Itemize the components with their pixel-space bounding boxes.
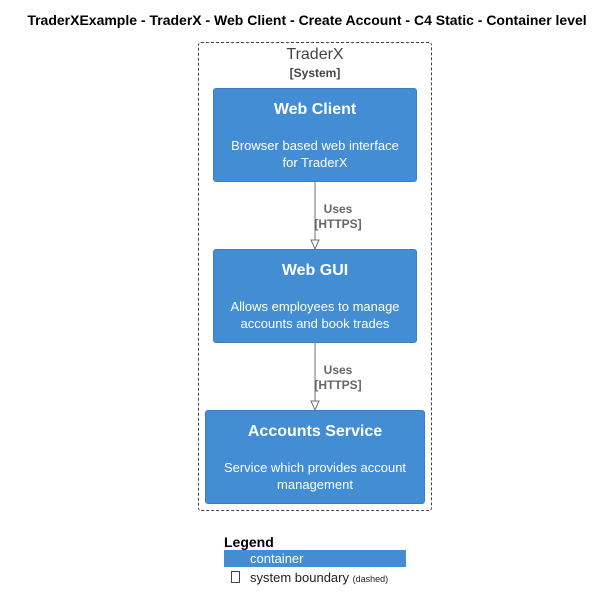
legend-container-label: container [250, 551, 304, 566]
relationship-label: Uses [HTTPS] [298, 202, 378, 232]
legend-container-entry: container [224, 550, 406, 567]
system-boundary [198, 42, 432, 511]
boundary-swatch-icon [231, 571, 240, 583]
boundary-type: [System] [289, 66, 341, 80]
relationship-technology: [HTTPS] [314, 217, 362, 231]
accounts-service-container[interactable]: Accounts Service Service which provides … [205, 410, 425, 504]
boundary-name: TraderX [286, 46, 344, 63]
web-client-title: Web Client [273, 101, 357, 118]
relationship-web-gui-to-accounts-service [310, 343, 320, 412]
arrowhead-icon [310, 400, 320, 412]
legend-title: Legend [224, 534, 274, 550]
web-gui-container[interactable]: Web GUI Allows employees to manage accou… [213, 249, 417, 343]
relationship-technology: [HTTPS] [314, 378, 362, 392]
web-gui-title: Web GUI [281, 262, 349, 279]
accounts-service-title: Accounts Service [247, 423, 383, 440]
web-client-description: Browser based web interface for TraderX [231, 138, 399, 170]
relationship-web-client-to-web-gui [310, 182, 320, 251]
diagram-title: TraderXExample - TraderX - Web Client - … [27, 12, 587, 28]
relationship-label: Uses [HTTPS] [298, 363, 378, 393]
relationship-label-text: Uses [323, 202, 353, 216]
relationship-label-text: Uses [323, 363, 353, 377]
arrowhead-icon [310, 239, 320, 251]
legend-boundary-label: system boundary [250, 570, 349, 585]
legend-boundary-note: (dashed) [352, 574, 389, 584]
accounts-service-description: Service which provides account managemen… [223, 460, 407, 492]
legend-boundary-entry: system boundary (dashed) [224, 569, 388, 588]
web-gui-description: Allows employees to manage accounts and … [230, 299, 400, 331]
web-client-container[interactable]: Web Client Browser based web interface f… [213, 88, 417, 182]
